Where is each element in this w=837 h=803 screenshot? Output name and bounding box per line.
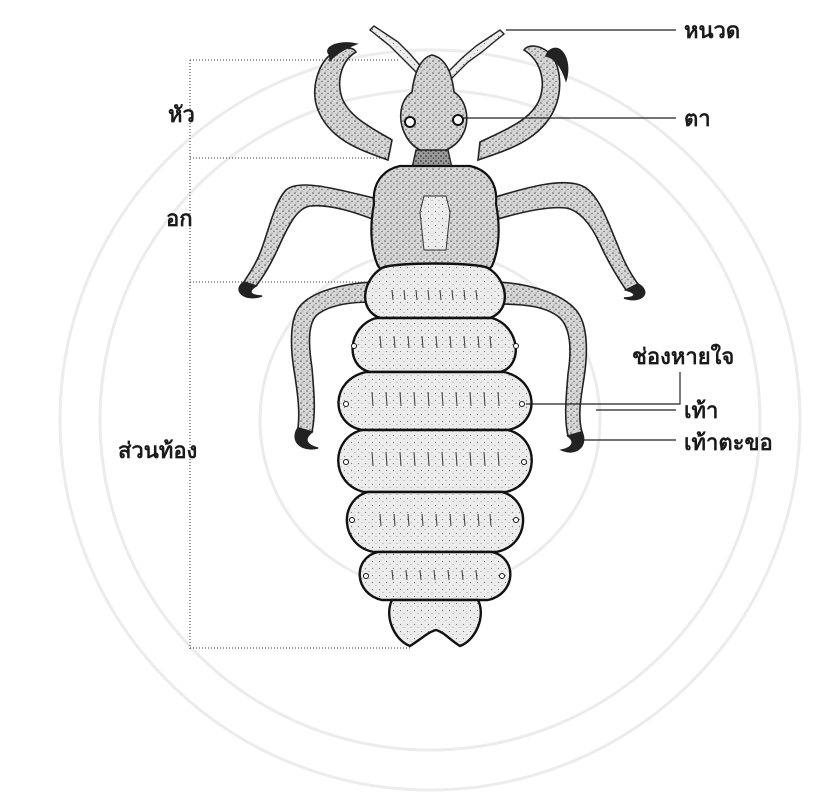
abdomen-segment-1 (365, 264, 505, 319)
leader-spiracle (526, 372, 680, 404)
label-claw: เท้าตะขอ (684, 431, 773, 456)
label-antenna: หนวด (684, 19, 740, 44)
thorax-midline (420, 196, 450, 250)
eye-right (453, 115, 463, 125)
abdomen (338, 264, 532, 647)
label-abdomen: ส่วนท้อง (118, 439, 197, 464)
hind-claw-right (562, 432, 584, 452)
antenna-right (446, 30, 504, 78)
label-leg: เท้า (684, 399, 718, 424)
abdomen-segment-3 (338, 372, 531, 430)
abdomen-tip (389, 600, 481, 646)
label-head: หัว (168, 103, 195, 128)
middle-claw-left (239, 282, 262, 298)
label-spiracle: ช่องหายใจ (632, 343, 734, 370)
label-thorax: อก (166, 207, 193, 232)
middle-leg-left (244, 185, 382, 286)
abdomen-segment-5 (347, 492, 523, 552)
middle-leg-right (486, 183, 638, 290)
front-leg-left (315, 48, 392, 160)
hind-claw-left (295, 428, 318, 449)
eye-left (405, 117, 415, 127)
abdomen-segment-4 (338, 430, 532, 492)
label-eye: ตา (684, 107, 711, 132)
